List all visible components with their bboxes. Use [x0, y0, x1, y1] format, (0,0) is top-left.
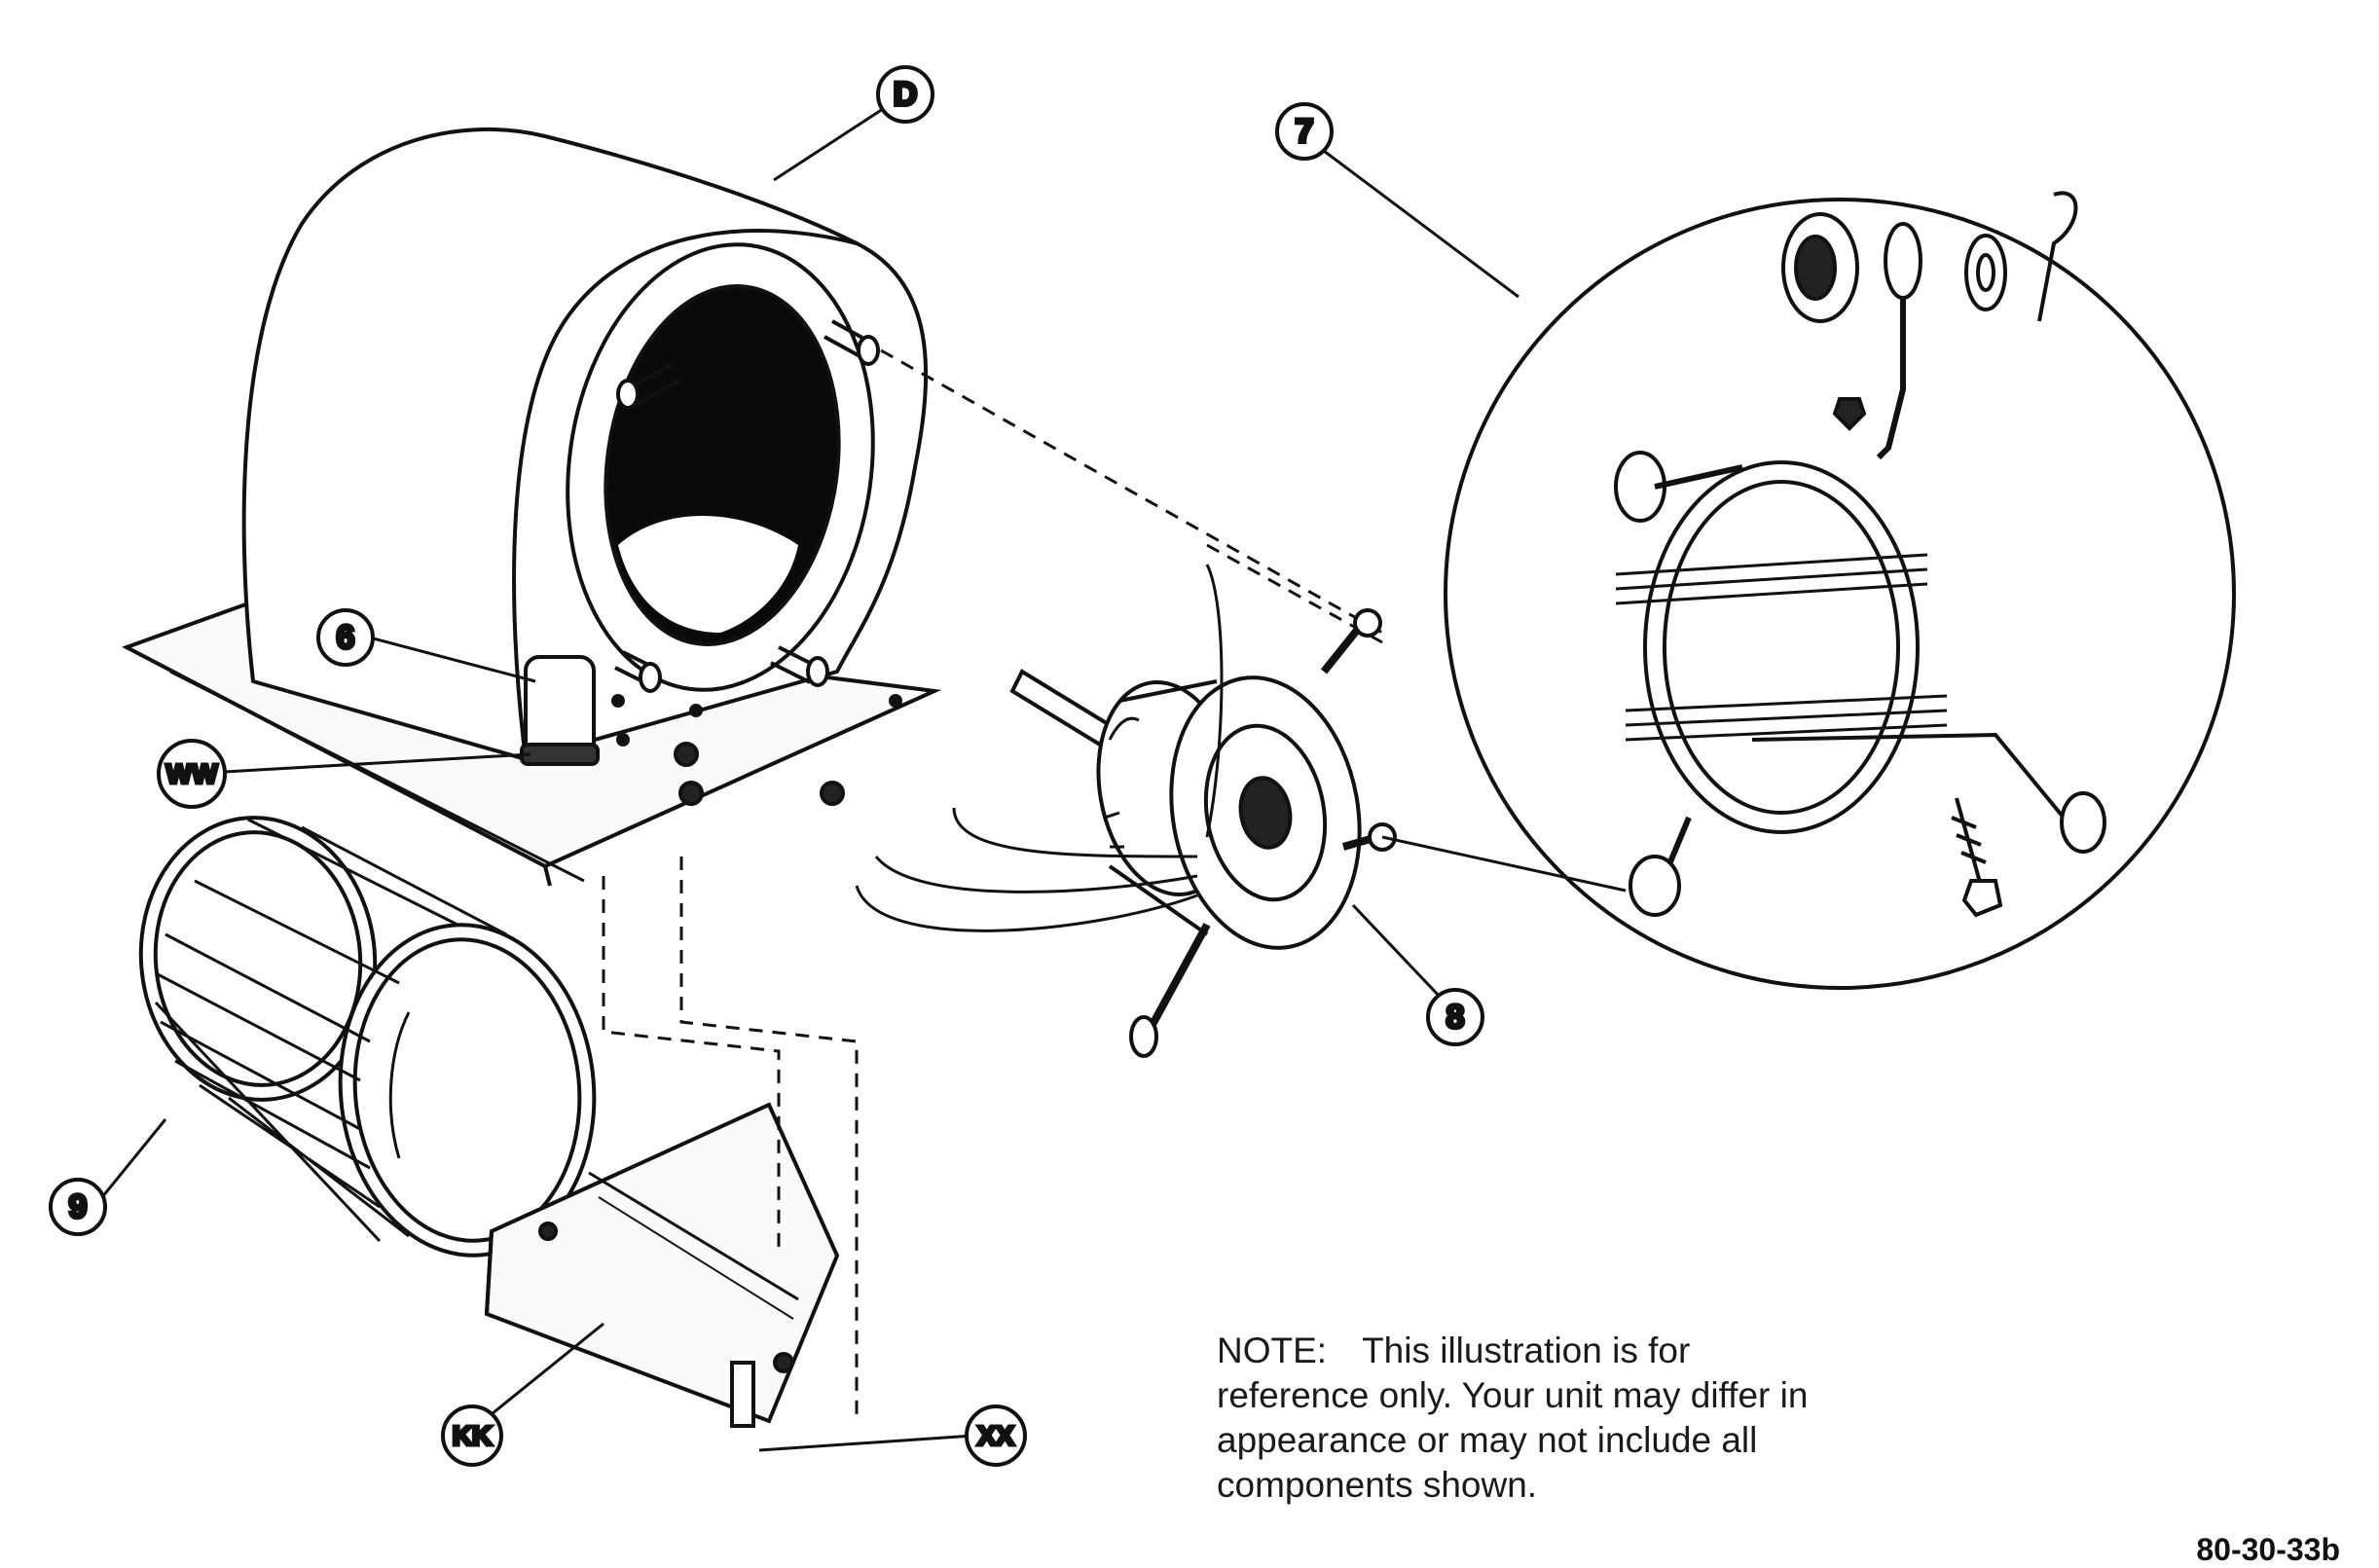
mount-detail-bubble — [1444, 191, 2236, 990]
callout-capacitor: 6 — [316, 608, 375, 667]
svg-text:XX: XX — [977, 1421, 1014, 1451]
svg-text:KK: KK — [453, 1421, 492, 1451]
note-text: This illustration is for reference only.… — [1217, 1331, 1809, 1505]
bolt — [678, 781, 704, 806]
blower-housing — [122, 127, 942, 887]
figure-number: 80-30-33b — [2196, 1532, 2340, 1567]
svg-text:9: 9 — [69, 1188, 88, 1225]
motor — [855, 564, 1397, 1058]
callout-leaders — [100, 105, 1627, 1452]
callout-kk: KK — [441, 1404, 503, 1467]
svg-text:7: 7 — [1296, 113, 1314, 150]
bolt — [820, 781, 845, 806]
svg-text:WW: WW — [166, 759, 218, 789]
bolt — [674, 742, 699, 767]
callout-housing: D — [876, 65, 934, 124]
screw — [1951, 797, 1987, 887]
svg-text:6: 6 — [337, 619, 355, 656]
svg-text:D: D — [894, 76, 918, 113]
reference-note: NOTE:This illustration is for reference … — [1217, 1329, 1840, 1508]
svg-text:8: 8 — [1446, 999, 1465, 1036]
callout-wheel: 9 — [49, 1178, 107, 1236]
callout-xx: XX — [965, 1404, 1027, 1467]
blower-wheel — [138, 816, 597, 1258]
callout-ww: WW — [157, 739, 227, 809]
capacitor — [520, 655, 600, 766]
note-label: NOTE: — [1217, 1331, 1328, 1370]
assembly-guide-lines — [602, 348, 1383, 1421]
callout-mount-kit: 7 — [1275, 102, 1334, 161]
callout-motor: 8 — [1426, 988, 1484, 1046]
cutoff-panel — [484, 1102, 840, 1428]
